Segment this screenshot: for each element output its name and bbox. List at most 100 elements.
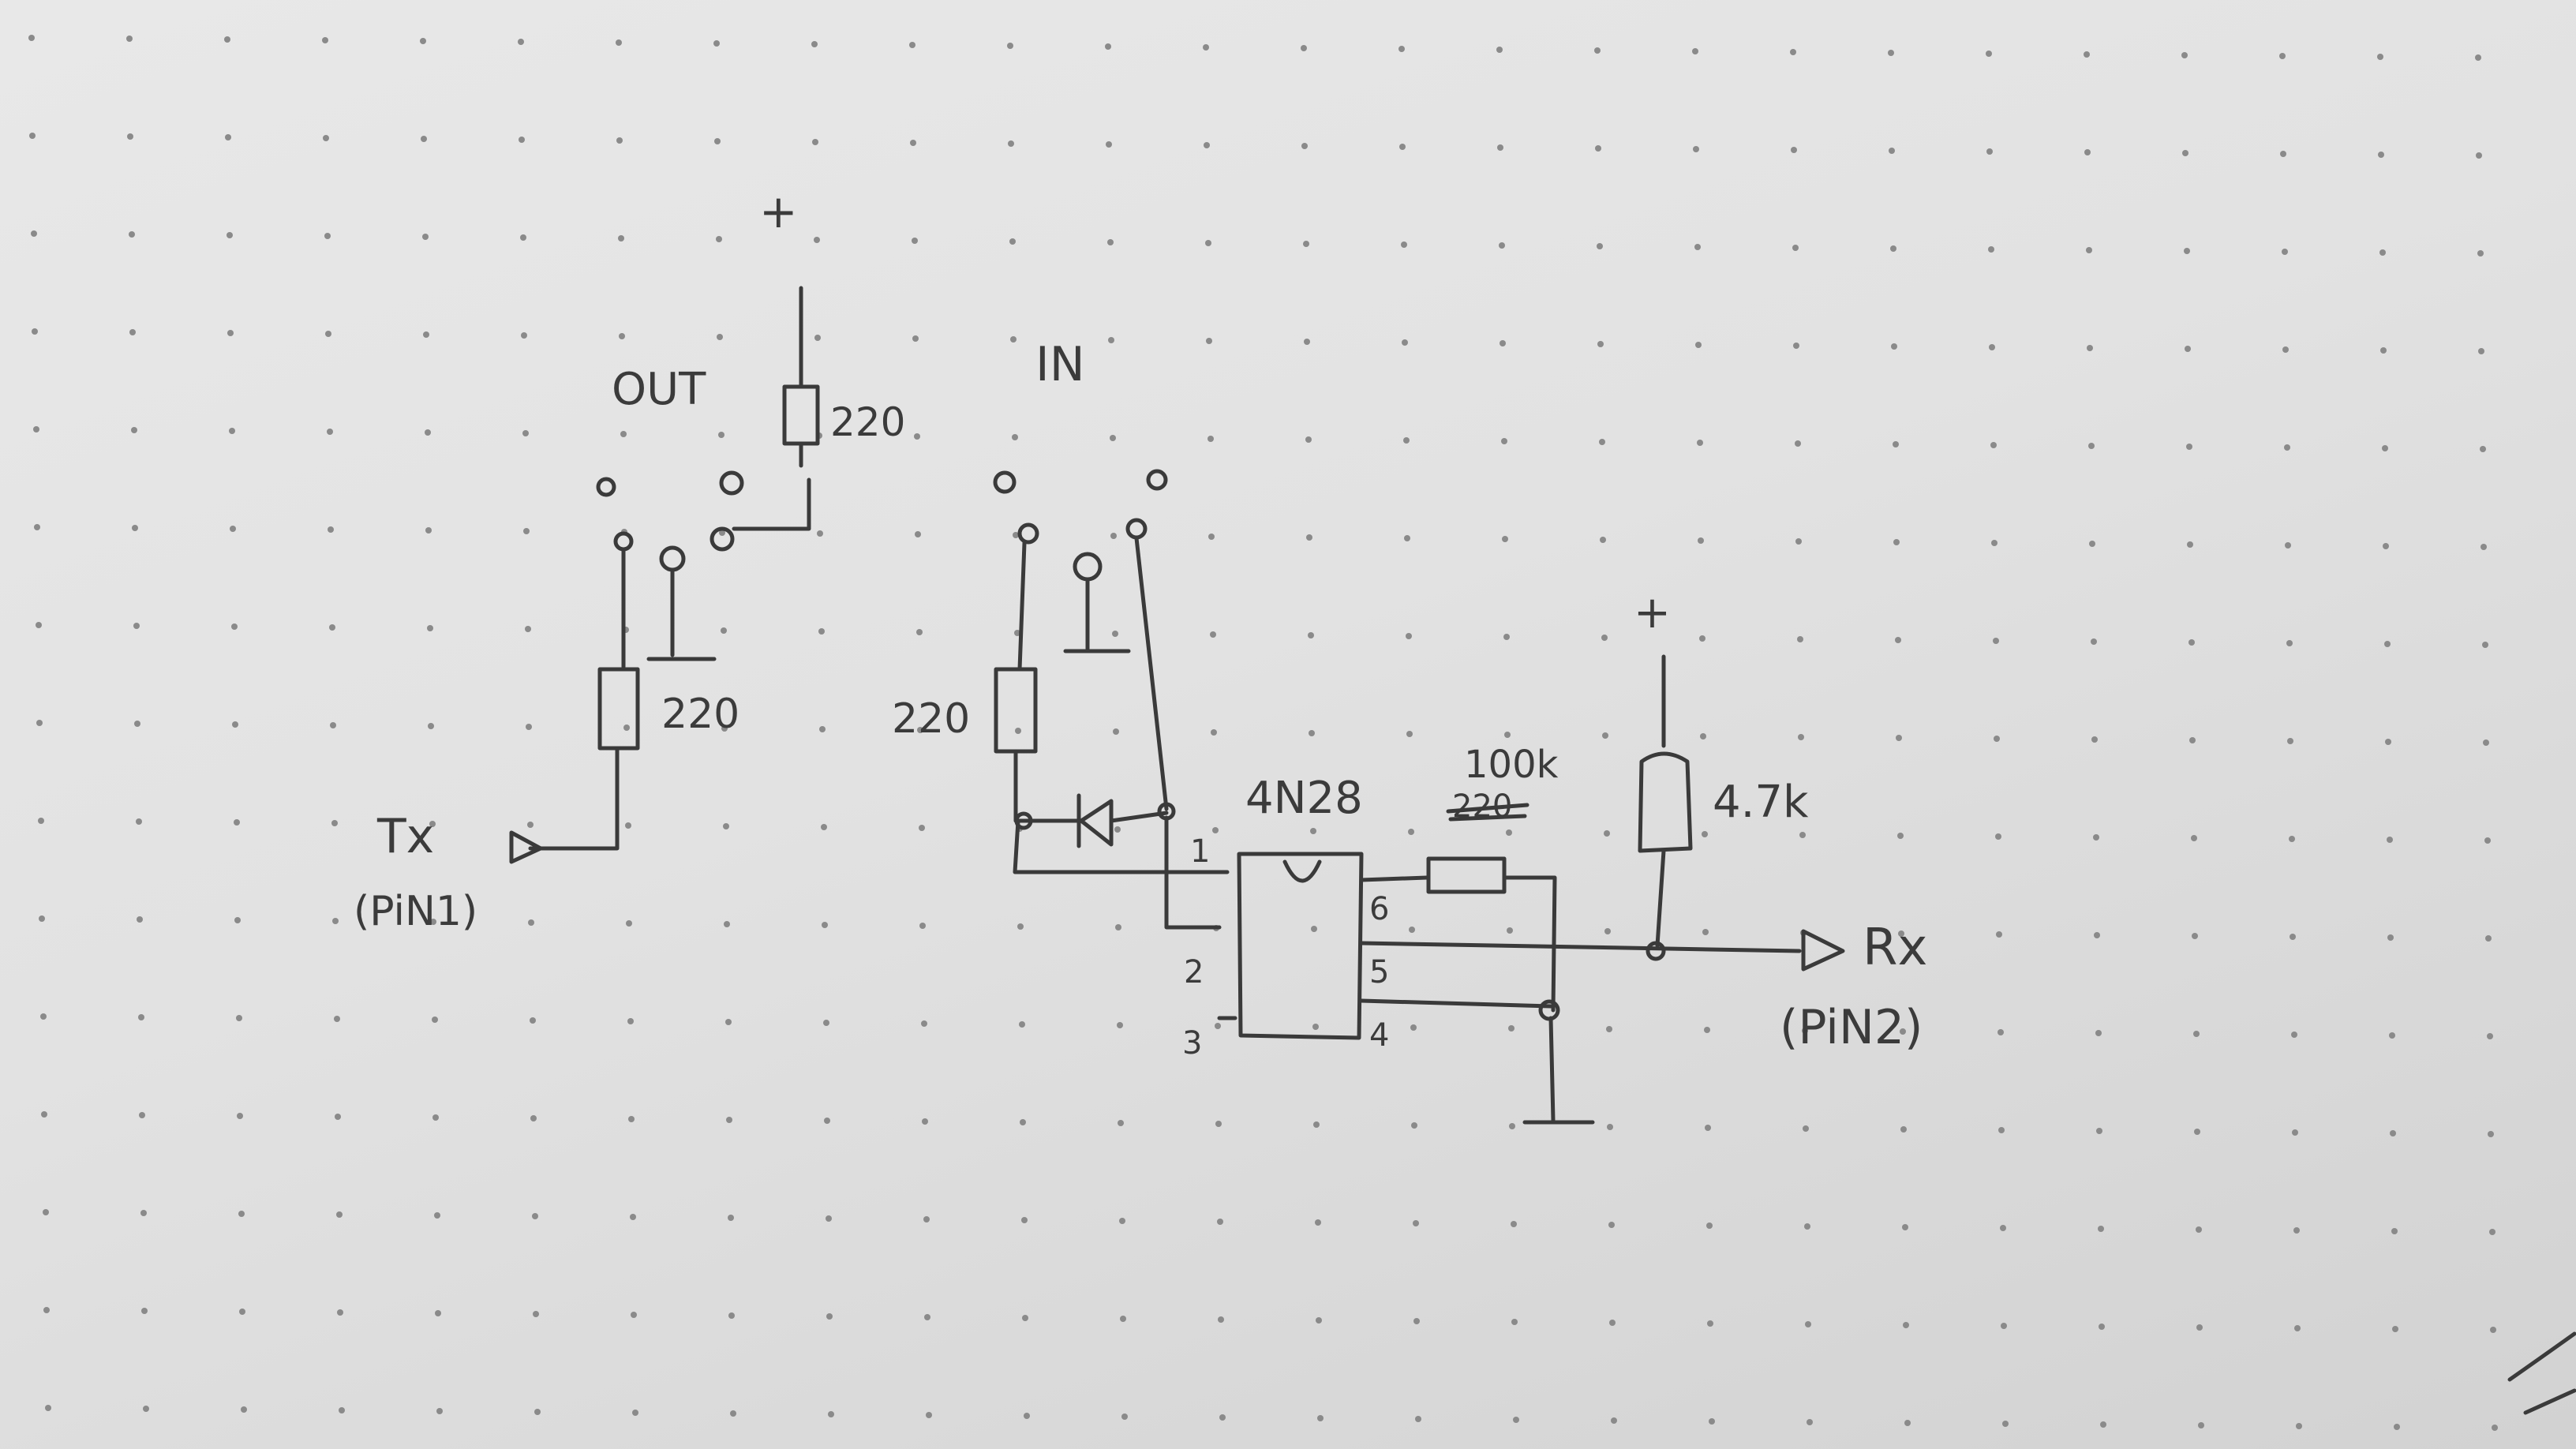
- grid-dot: [1304, 339, 1310, 345]
- grid-dot: [625, 822, 631, 829]
- grid-dot: [1797, 636, 1803, 642]
- grid-dot: [814, 237, 820, 243]
- grid-dot: [2483, 739, 2489, 746]
- grid-dot: [2088, 443, 2095, 449]
- grid-dot: [1988, 246, 1994, 253]
- grid-dot: [332, 918, 339, 924]
- grid-dot: [1897, 833, 1904, 839]
- junction-ground: [1538, 999, 1560, 1021]
- diode-body: [1079, 799, 1114, 847]
- grid-dot: [1501, 438, 1507, 444]
- grid-dot: [2387, 837, 2393, 843]
- grid-dot: [2094, 932, 2100, 938]
- grid-dot: [1024, 1413, 1030, 1419]
- grid-dot: [28, 35, 35, 41]
- grid-dot: [1110, 435, 1116, 441]
- grid-dot: [623, 724, 630, 731]
- wire-in-to-resistor: [1017, 541, 1027, 672]
- grid-dot: [2093, 834, 2099, 841]
- grid-dot: [618, 235, 624, 242]
- wire-pin6: [1359, 875, 1429, 882]
- grid-dot: [132, 525, 138, 531]
- wire-to-pin1: [1013, 818, 1230, 874]
- grid-dot: [1406, 731, 1413, 737]
- grid-dot: [2282, 346, 2289, 353]
- grid-dot: [227, 330, 234, 336]
- grid-dot: [1604, 830, 1610, 837]
- out-plug-pin-b: [659, 545, 686, 572]
- grid-dot: [1511, 1319, 1518, 1325]
- grid-dot: [239, 1309, 245, 1315]
- in-socket-pin-a: [993, 470, 1017, 494]
- grid-dot: [1893, 539, 1900, 545]
- grid-dot: [916, 629, 923, 635]
- grid-dot: [331, 820, 338, 826]
- grid-dot: [234, 917, 241, 923]
- grid-dot: [1986, 51, 1992, 57]
- grid-dot: [2380, 347, 2387, 354]
- grid-dot: [322, 37, 328, 43]
- grid-dot: [718, 432, 724, 438]
- grid-dot: [2293, 1227, 2300, 1234]
- grid-dot: [129, 329, 136, 335]
- resistor-base: [1426, 856, 1507, 894]
- grid-dot: [1019, 1021, 1025, 1028]
- grid-dot: [1415, 1416, 1421, 1422]
- grid-dot: [2492, 1425, 2498, 1431]
- grid-dot: [1398, 46, 1405, 52]
- grid-dot: [2189, 737, 2196, 743]
- grid-dot: [2477, 250, 2484, 256]
- grid-dot: [726, 1117, 732, 1123]
- grid-dot: [1509, 1123, 1515, 1129]
- grid-dot: [1694, 244, 1701, 250]
- grid-dot: [1217, 1219, 1223, 1225]
- grid-dot: [2001, 1323, 2007, 1329]
- grid-dot: [1594, 47, 1601, 54]
- grid-dot: [721, 725, 728, 732]
- grid-dot: [522, 430, 529, 436]
- grid-dot: [432, 1114, 439, 1121]
- grid-dot: [1020, 1119, 1026, 1125]
- grid-dot: [33, 426, 39, 432]
- grid-dot: [2087, 345, 2093, 351]
- grid-dot: [1904, 1420, 1911, 1426]
- grid-dot: [1317, 1415, 1324, 1421]
- grid-dot: [1121, 1413, 1128, 1420]
- grid-dot: [1698, 537, 1704, 544]
- grid-dot: [2099, 1324, 2105, 1330]
- grid-dot: [327, 429, 333, 435]
- grid-dot: [2390, 1130, 2396, 1136]
- grid-dot: [2280, 151, 2286, 157]
- grid-dot: [1611, 1417, 1617, 1424]
- grid-dot: [2377, 54, 2383, 60]
- wire-pullup-to-rx: [1655, 848, 1666, 948]
- grid-dot: [725, 1019, 732, 1025]
- grid-dot: [1010, 336, 1017, 343]
- grid-dot: [1208, 436, 1214, 442]
- grid-dot: [2391, 1228, 2398, 1234]
- grid-dot: [2284, 444, 2290, 451]
- grid-dot: [2198, 1422, 2204, 1428]
- grid-dot: [2294, 1325, 2301, 1331]
- grid-dot: [1015, 728, 1021, 734]
- grid-dot: [1012, 434, 1018, 440]
- grid-dot: [2296, 1423, 2302, 1429]
- grid-dot: [525, 626, 531, 632]
- grid-dot: [1513, 1417, 1519, 1423]
- grid-dot: [530, 1017, 536, 1024]
- grid-dot: [912, 238, 918, 244]
- grid-dot: [1211, 729, 1217, 736]
- junction-pullup: [1646, 941, 1666, 961]
- grid-dot: [1021, 1217, 1028, 1223]
- grid-dot: [823, 1020, 829, 1026]
- grid-dot: [714, 138, 721, 144]
- grid-dot: [1118, 1120, 1124, 1126]
- resistor-top: [782, 384, 820, 446]
- grid-dot: [630, 1214, 636, 1220]
- grid-dot: [821, 824, 827, 830]
- grid-dot: [1891, 343, 1897, 350]
- grid-dot: [1793, 343, 1799, 349]
- grid-dot: [41, 1111, 47, 1118]
- grid-dot: [1602, 732, 1608, 739]
- grid-dot: [1996, 931, 2002, 938]
